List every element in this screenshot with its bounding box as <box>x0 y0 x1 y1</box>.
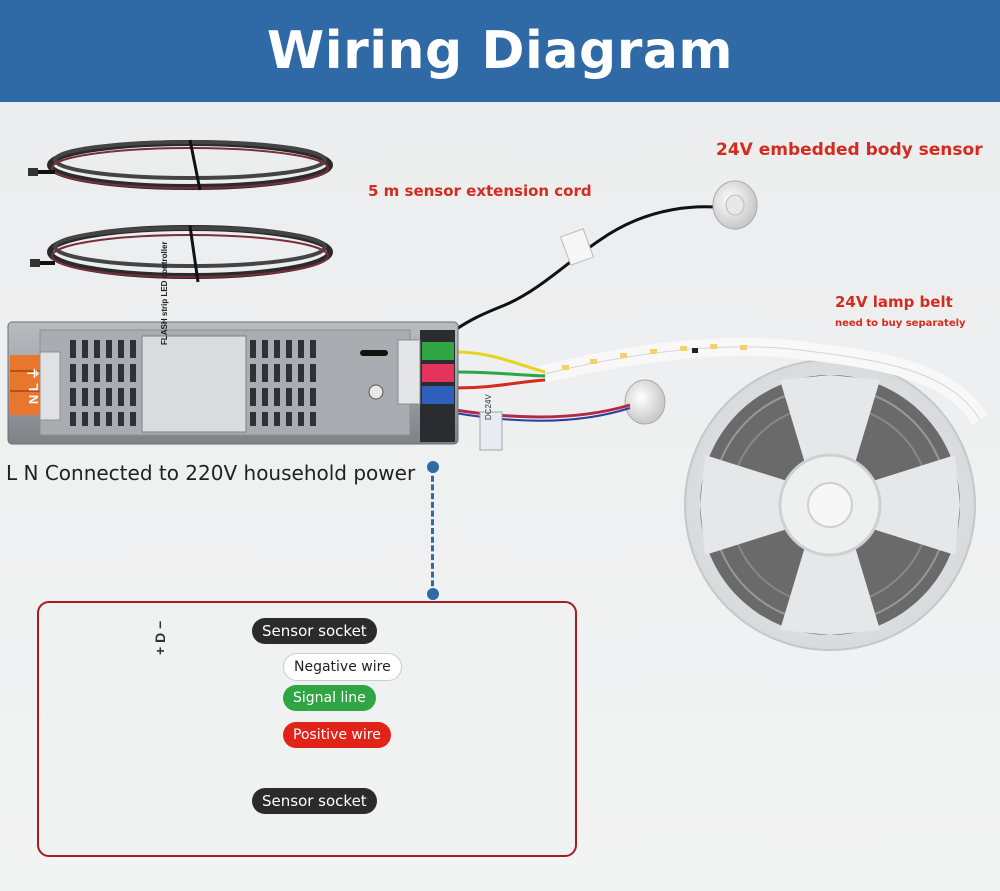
callout-dashed-line <box>431 467 434 595</box>
inset-click-speed-label: Click adjust speed <box>46 712 111 721</box>
inset-indicator-label: Indicator LED <box>86 640 135 649</box>
title-banner: Wiring Diagram <box>0 0 1000 102</box>
controller-output-wires <box>454 350 546 390</box>
connector-dot-bottom <box>427 588 439 600</box>
inset-polarity-label: + D − <box>152 620 168 655</box>
controller-unit <box>7 321 503 451</box>
body-sensor-top <box>454 180 758 332</box>
extension-cord-1 <box>28 139 333 191</box>
lamp-belt-note: need to buy separately <box>835 318 966 329</box>
sensor-socket-top-label: Sensor socket <box>252 618 377 644</box>
inset-led-delay-label: LED Delay time <box>46 812 95 819</box>
extension-cord-2 <box>30 225 333 283</box>
body-sensor-bottom <box>454 379 666 425</box>
lamp-belt-label: 24V lamp belt <box>835 293 953 311</box>
controller-dc-tag: DC24V <box>484 394 493 420</box>
sensor-cord-label: 5 m sensor extension cord <box>368 182 592 200</box>
positive-wire-label: Positive wire <box>283 722 391 748</box>
ac-terminal-label: N L ⏚ <box>26 366 42 405</box>
negative-wire-label: Negative wire <box>283 653 402 681</box>
power-connection-label: L N Connected to 220V household power <box>6 461 416 485</box>
controller-title: FLASH strip LED controller <box>160 241 169 345</box>
sensor-socket-bottom-label: Sensor socket <box>252 788 377 814</box>
led-strip-reel <box>684 359 976 651</box>
diagram-title: Wiring Diagram <box>266 21 734 81</box>
led-strip <box>537 337 988 425</box>
body-sensor-label: 24V embedded body sensor <box>716 140 983 160</box>
signal-line-label: Signal line <box>283 685 376 711</box>
